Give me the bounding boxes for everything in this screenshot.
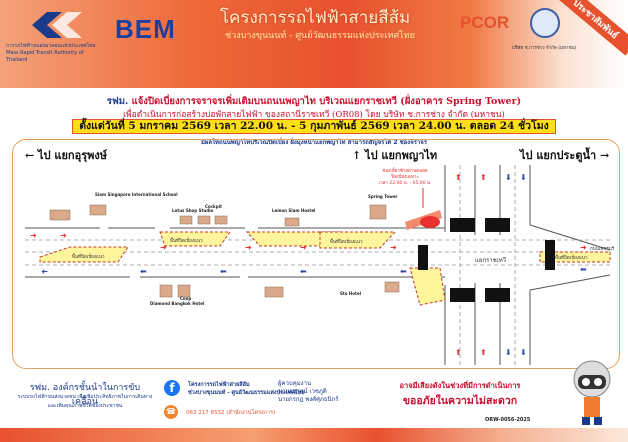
announcement-line2: เพื่อดำเนินการก่อสร้างบ่อพักสายไฟฟ้า ของ…: [123, 110, 505, 120]
svg-text:⬅: ⬅: [300, 267, 307, 276]
label-lemon: Lemon Siam Hostel: [272, 208, 316, 213]
label-lotus: Lotus Shop Studio: [172, 208, 213, 213]
direction-east: ไป แยกประตูน้ำ →: [520, 149, 610, 162]
label-cockpit: Cockpit: [205, 204, 222, 209]
org-description: ระบบรถไฟฟ้าขนส่งมวลชน เพื่อเพิ่มประสิทธิ…: [6, 393, 164, 411]
closed-zone-1: [39, 246, 129, 263]
svg-text:⬅: ⬅: [580, 265, 587, 274]
closed-zone-label: พื้นที่ปิดเบี่ยงแนว: [555, 254, 588, 261]
org-desc-2: และเพิ่มคุณภาพชีวิตของประชาชน: [47, 403, 123, 409]
svg-text:➜: ➜: [30, 231, 37, 240]
svg-text:➜: ➜: [245, 243, 252, 252]
fb-line-1: โครงการรถไฟฟ้าสายสีส้ม: [188, 382, 250, 388]
contractor-seal-icon: [530, 8, 560, 38]
intersection-label: แยกราชเทวี: [475, 256, 506, 264]
closed-zone-label: พื้นที่ปิดเบี่ยงแนว: [330, 238, 363, 245]
mrta-abbr: รฟม.: [106, 96, 129, 107]
phone-icon: ☎: [164, 405, 178, 419]
svg-text:➜: ➜: [41, 267, 48, 276]
mrta-name-th: การรถไฟฟ้าขนส่งมวลชนแห่งประเทศไทย: [6, 43, 96, 49]
noise-warning: อาจมีเสียงดังในช่วงที่มีการดำเนินการ: [399, 381, 521, 390]
closed-zone-5: [409, 267, 446, 306]
facebook-page[interactable]: โครงการรถไฟฟ้าสายสีส้มช่วงบางขุนนนท์ - ศ…: [188, 381, 305, 397]
cross-road-edges: [444, 165, 531, 365]
closed-zone-label: พื้นที่ปิดเบี่ยงแนว: [72, 253, 105, 260]
direction-west-label: ไป แยกอุรุพงษ์: [38, 149, 107, 162]
controller-name: นายอนุรุจน์ เวชภูติ: [278, 388, 327, 395]
announcement-title: รฟม. แจ้งปิดเบี่ยงการจราจรเพิ่มเติมบนถนน…: [0, 94, 628, 109]
contractor-name: บริษัท ช.การช่าง จำกัด (มหาชน): [512, 46, 577, 51]
svg-text:⬆: ⬆: [480, 173, 487, 182]
svg-text:⬆: ⬆: [455, 348, 462, 357]
direction-west: ← ไป แยกอุรุพงษ์: [25, 149, 107, 162]
traffic-map: [12, 139, 620, 369]
date-range-banner: ตั้งแต่วันที่ 5 มกราคม 2569 เวลา 22.00 น…: [72, 119, 556, 134]
label-school: Siam Singapore International School: [95, 192, 178, 197]
bem-logo: BEM: [115, 14, 176, 44]
note-line: ปิดเบี่ยงเฉพาะ: [391, 173, 419, 180]
svg-text:➜: ➜: [160, 243, 167, 252]
direction-east-label: ไป แยกประตูน้ำ: [520, 149, 597, 162]
westbound-arrows: ➜ ⬅ ⬅ ⬅ ⬅ ⬅ ⬇ ⬇ ⬇ ⬇: [41, 173, 587, 357]
label-sto: Sto Hotel: [340, 291, 362, 296]
svg-text:⬆: ⬆: [455, 173, 462, 182]
svg-text:⬅: ⬅: [400, 267, 407, 276]
closed-zone-2: [159, 231, 231, 247]
apology: ขออภัยในความไม่สะดวก: [402, 395, 518, 407]
svg-text:⬅: ⬅: [140, 267, 147, 276]
mrta-name-en: Mass Rapid Transit Authority of Thailand: [6, 50, 84, 63]
direction-north-label: ไป แยกพญาไท: [365, 149, 438, 162]
label-coop: Coop: [180, 296, 191, 301]
svg-text:⬇: ⬇: [505, 173, 512, 182]
closed-zones: [39, 231, 611, 306]
controller-title: ผู้ควบคุมงาน: [278, 380, 312, 387]
traffic-note: มีผลให้ถนนพญาไทบริเวณปิดเบี่ยง ฝั่งมุ่งห…: [200, 139, 428, 146]
label-spring: Spring Tower: [368, 194, 398, 199]
project-title: โครงการรถไฟฟ้าสายสีส้ม: [219, 8, 411, 28]
footer-band: [0, 428, 628, 442]
document-code: ORW-0056-2025: [485, 417, 531, 423]
closed-zone-6: [539, 251, 611, 263]
facebook-icon[interactable]: f: [164, 380, 180, 396]
note-line: เวลา 22.00 น. - 05.00 น.: [379, 180, 432, 186]
svg-text:⬇: ⬇: [520, 348, 527, 357]
eastbound-arrows: ➜ ➜ ➜ ➜ ➜ ➜ ➜ ⬆ ⬆ ⬆ ⬆: [30, 173, 587, 357]
controllers: ผู้ควบคุมงานนายอนุรุจน์ เวชภูตินายกรกฎ พ…: [278, 380, 339, 404]
svg-text:➜: ➜: [580, 243, 587, 252]
road-name: ถนนเพชรบุรี: [590, 246, 615, 252]
building-icons: [49, 204, 400, 298]
fb-line-2: ช่วงบางขุนนนท์ - ศูนย์วัฒนธรรมแห่งประเทศ…: [188, 390, 305, 396]
direction-north: ↑ ไป แยกพญาไท: [352, 149, 438, 162]
svg-text:⬅: ⬅: [220, 267, 227, 276]
svg-text:⬆: ⬆: [480, 348, 487, 357]
svg-text:➜: ➜: [390, 243, 397, 252]
mascot-icon: [573, 360, 611, 425]
closed-zone-label: พื้นที่ปิดเบี่ยงแนว: [170, 237, 203, 244]
org-slogan: รฟม. องค์กรชั้นนำในการขับเคลื่อน: [29, 383, 141, 407]
svg-text:➜: ➜: [300, 243, 307, 252]
controller-name: นายกรกฎ พงศ์ศุภธนิกร์: [278, 396, 339, 403]
svg-text:➜: ➜: [60, 231, 67, 240]
mrta-logo: [32, 12, 82, 38]
closed-zone-4: [319, 231, 397, 249]
project-subtitle: ช่วงบางขุนนนท์ - ศูนย์วัฒนธรรมแห่งประเทศ…: [225, 31, 415, 41]
svg-text:⬇: ⬇: [520, 173, 527, 182]
org-desc-1: ระบบรถไฟฟ้าขนส่งมวลชน เพื่อเพิ่มประสิทธิ…: [17, 394, 153, 400]
pcor-logo: PCOR: [460, 13, 510, 32]
crosswalks: [418, 218, 555, 302]
work-site-icon: [420, 216, 440, 228]
label-diamond: Diamond Bangkok Hotel: [150, 301, 205, 306]
note-line: ช่องเลี้ยวซ้ายผ่านตลอด: [382, 167, 427, 174]
left-turn-note: ช่องเลี้ยวซ้ายผ่านตลอด ปิดเบี่ยงเฉพาะ เว…: [379, 167, 432, 186]
phone-number[interactable]: 063 217 6532 (สำนักงานโครงการ): [186, 410, 276, 416]
svg-text:⬇: ⬇: [505, 348, 512, 357]
announcement-line1: แจ้งปิดเบี่ยงการจราจรเพิ่มเติมบนถนนพญาไท…: [131, 96, 522, 107]
